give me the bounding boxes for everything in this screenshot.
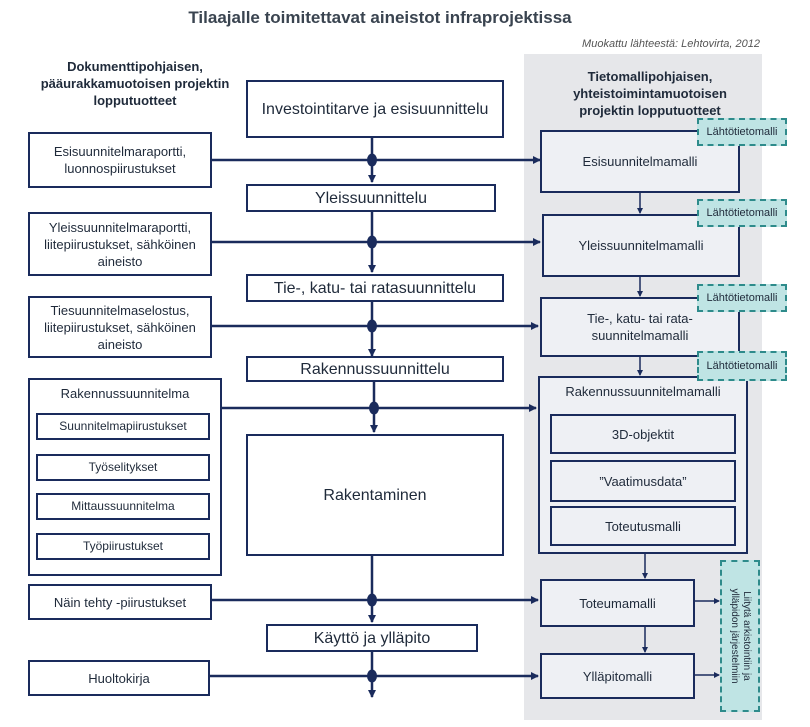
left-column-header: Dokumenttipohjaisen, pääurakkamuotoisen … — [40, 59, 230, 108]
junction-dot — [369, 401, 379, 415]
left-raken-title: Rakennussuunnitelma — [60, 386, 190, 401]
stage-yleissuunnittelu: Yleissuunnittelu — [246, 184, 496, 212]
archive-integration-label: Liitytä arkistointiin ja ylläpidon järje… — [729, 588, 752, 684]
junction-dot — [367, 593, 377, 607]
lahtotietomalli-tag: Lähtötietomalli — [697, 284, 787, 312]
left-esisuunnitelma: Esisuunnitelmaraportti, luonnospiirustuk… — [28, 132, 212, 188]
stage-rakennussuunnittelu: Rakennussuunnittelu — [246, 356, 504, 382]
right-column-header: Tietomallipohjaisen, yhteistoimintamuoto… — [573, 69, 727, 118]
junction-dot — [367, 319, 377, 333]
left-raken-item: Työpiirustukset — [36, 533, 210, 560]
left-raken-item: Työselitykset — [36, 454, 210, 481]
stage-kaytto: Käyttö ja ylläpito — [266, 624, 478, 652]
junction-dot — [367, 669, 377, 683]
right-toteumamalli: Toteumamalli — [540, 579, 695, 627]
left-yleissuunnitelma: Yleissuunnitelmaraportti, liitepiirustuk… — [28, 212, 212, 276]
left-raken-item: Suunnitelmapiirustukset — [36, 413, 210, 440]
left-raken-item: Mittaussuunnitelma — [36, 493, 210, 520]
left-tiesuunnitelma: Tiesuunnitelmaselostus, liitepiirustukse… — [28, 296, 212, 358]
diagram-title: Tilaajalle toimitettavat aineistot infra… — [188, 8, 572, 27]
left-huoltokirja: Huoltokirja — [28, 660, 210, 696]
right-raken-item: 3D-objektit — [550, 414, 736, 454]
lahtotietomalli-tag: Lähtötietomalli — [697, 199, 787, 227]
stage-tiesuunnittelu: Tie-, katu- tai ratasuunnittelu — [246, 274, 504, 302]
lahtotietomalli-tag: Lähtötietomalli — [697, 351, 787, 381]
junction-dot — [367, 153, 377, 167]
lahtotietomalli-tag: Lähtötietomalli — [697, 118, 787, 146]
stage-rakentaminen: Rakentaminen — [246, 434, 504, 556]
left-rakennussuunnitelma-group: Rakennussuunnitelma Suunnitelmapiirustuk… — [28, 378, 222, 576]
right-yllapitomalli: Ylläpitomalli — [540, 653, 695, 699]
right-raken-item: ”Vaatimusdata” — [550, 460, 736, 502]
archive-integration-tag: Liitytä arkistointiin ja ylläpidon järje… — [720, 560, 760, 712]
right-raken-item: Toteutusmalli — [550, 506, 736, 546]
right-raken-title: Rakennussuunnitelmamalli — [565, 384, 721, 399]
junction-dot — [367, 235, 377, 249]
left-nain-tehty: Näin tehty -piirustukset — [28, 584, 212, 620]
source-note: Muokattu lähteestä: Lehtovirta, 2012 — [582, 38, 760, 50]
stage-investointi: Investointitarve ja esisuunnittelu — [246, 80, 504, 138]
right-rakennussuunnitelmamalli-group: Rakennussuunnitelmamalli 3D-objektit ”Va… — [538, 376, 748, 554]
